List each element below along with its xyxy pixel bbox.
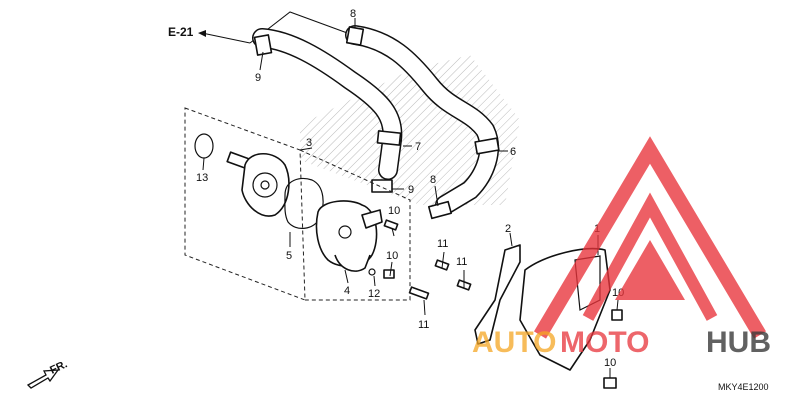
pump-cover-boss (338, 225, 352, 239)
bolt-10-a (383, 219, 399, 231)
watermark-part2: MOTO (560, 326, 649, 359)
callout-11-c: 11 (418, 319, 429, 331)
callout-11-a: 11 (437, 238, 448, 250)
callout-9-top: 9 (255, 72, 261, 84)
o-ring-13 (194, 133, 214, 159)
pump-impeller (252, 172, 278, 198)
bolt-10-d (603, 377, 617, 389)
clip-9-mid (371, 179, 393, 193)
callout-12: 12 (368, 288, 380, 300)
callout-10-b: 10 (386, 250, 398, 262)
pump-outlet-pipe (334, 254, 371, 272)
drawing-code: MKY4E1200 (718, 382, 769, 392)
hose-band-6 (474, 137, 500, 155)
bolt-10-b (383, 269, 395, 279)
watermark-logo-icon (533, 136, 767, 339)
direction-label: FR. (48, 358, 69, 376)
engine-hatch-area (300, 55, 520, 205)
clip-8-top (345, 26, 365, 46)
assembly-box-left (184, 107, 306, 301)
pump-inlet-pipe (361, 209, 383, 229)
bolt-10-c (611, 309, 623, 321)
callout-8-top: 8 (350, 8, 356, 20)
pump-cover-4 (315, 200, 378, 268)
callout-4: 4 (344, 285, 350, 297)
callout-5: 5 (286, 250, 292, 262)
bracket-2 (474, 244, 521, 345)
callout-6: 6 (510, 146, 516, 158)
reference-arrowhead (198, 30, 206, 37)
clip-8-mid (427, 200, 453, 220)
hose-right (346, 26, 498, 214)
bolt-11-c (408, 286, 430, 300)
reference-arrow (201, 32, 251, 44)
watermark-part1: AUTO (472, 326, 556, 359)
callout-9-mid: 9 (408, 184, 414, 196)
clip-9-top (253, 34, 273, 56)
callout-10-a: 10 (388, 205, 400, 217)
assembly-box-right (299, 149, 411, 301)
callout-7: 7 (415, 141, 421, 153)
callout-11-b: 11 (456, 256, 467, 268)
callout-3: 3 (306, 137, 312, 149)
callout-13: 13 (196, 172, 208, 184)
washer-12 (368, 268, 376, 276)
watermark-part3: HUB (706, 326, 771, 359)
hose-band-7 (376, 130, 402, 146)
pump-housing (241, 152, 290, 217)
pump-hub (260, 180, 270, 190)
callout-2: 2 (505, 223, 511, 235)
hose-upper-left (253, 29, 401, 179)
callout-8-mid: 8 (430, 174, 436, 186)
reference-label: E-21 (168, 25, 194, 39)
callout-10-d: 10 (604, 357, 616, 369)
front-arrow-icon (26, 369, 60, 389)
